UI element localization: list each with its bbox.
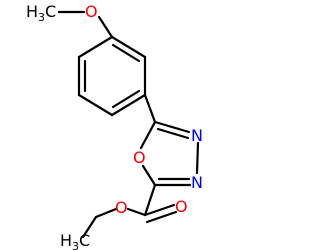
bond-c2-o1 [141,164,157,187]
bond-aryl-ring [143,93,157,124]
bond-benzene-inner-2 [111,89,141,109]
bond-o1-c5 [139,120,157,150]
bond-ester-o-ch2 [94,207,118,219]
carbonyl-oxygen-label: O [175,197,188,216]
bond-n4-n3 [195,141,200,175]
bond-benzene-6 [77,35,114,59]
nitrogen-upper-label: N [191,126,203,145]
bond-c5-n4-double [156,127,190,140]
bond-benzene-4 [77,93,114,117]
bond-carbonyl-o [143,203,176,217]
methyl-label: H3C [60,231,90,250]
bond-benzene-3 [110,93,147,117]
bond-o-aryl [97,15,114,39]
bond-benzene-inner-1 [111,43,141,63]
structure-diagram: H3C O O N N O O H3C [26,2,203,250]
nitrogen-lower-label: N [191,173,203,192]
bond-carbonyl-o-double [145,210,178,224]
bond-ch2-ch3 [81,215,98,239]
ether-oxygen-label: O [85,2,98,21]
bond-c2-carbonyl [143,183,157,217]
ester-oxygen-label: O [115,198,128,217]
bond-benzene-1 [110,35,147,59]
bond-c5-n4 [153,120,191,134]
ring-oxygen-label: O [133,148,146,167]
bond-carbonyl-ester-o [126,207,147,217]
methoxy-label: H3C [26,2,56,24]
molecule-svg: H3C O O N N O O H3C [26,2,203,250]
